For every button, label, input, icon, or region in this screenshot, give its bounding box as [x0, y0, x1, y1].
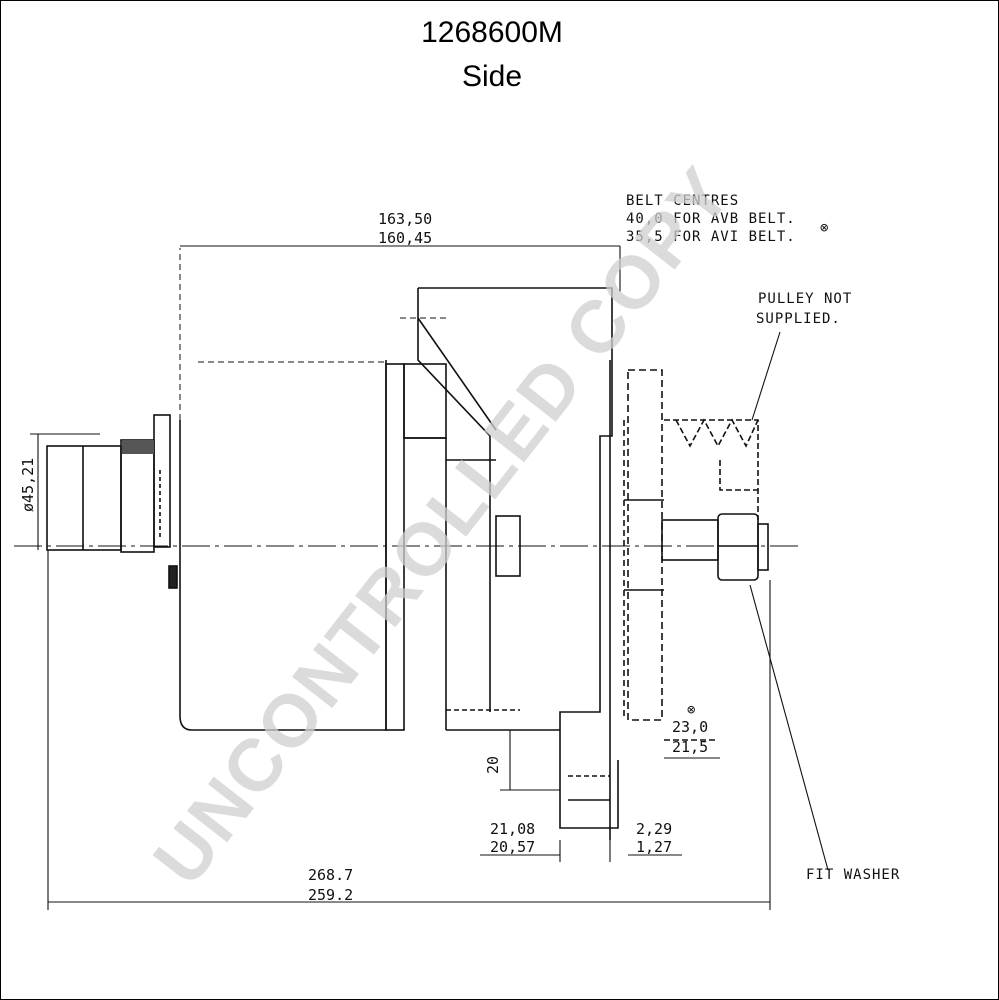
belt-avi-label: 35,5 FOR AVI BELT. [626, 229, 796, 245]
part-number-title: 1268600M [421, 16, 563, 49]
fit-washer-label: FIT WASHER [806, 867, 900, 883]
belt-avb-label: 40,0 FOR AVB BELT. [626, 211, 796, 227]
pulley-note-line1: PULLEY NOT [758, 291, 852, 307]
pulley-note-line2: SUPPLIED. [756, 311, 841, 327]
length-a-min: 160,45 [378, 229, 432, 247]
length-a-max: 163,50 [378, 210, 432, 228]
pulley-nut [717, 513, 769, 581]
watermark: UNCONTROLLED COPY [137, 151, 747, 899]
dimension-lines [30, 245, 829, 910]
overall-length-min: 259.2 [308, 886, 353, 904]
pulley-outline [664, 418, 759, 741]
gap-min: 1,27 [636, 838, 672, 856]
alternator-body [179, 248, 450, 731]
belt-centres-label: BELT CENTRES [626, 193, 739, 209]
pulley-note-symbol: ⊗ [687, 702, 696, 718]
fan-assembly [609, 360, 719, 840]
pulley-offset-min: 21,5 [672, 738, 708, 756]
note-symbol: ⊗ [820, 220, 829, 236]
view-title: Side [461, 60, 523, 93]
diameter-value: ø45,21 [19, 458, 37, 512]
foot-width-min: 20,57 [490, 838, 535, 856]
foot-width-max: 21,08 [490, 820, 535, 838]
foot-height: 20 [484, 756, 502, 774]
mounting-bracket [417, 287, 619, 829]
overall-length-max: 268.7 [308, 866, 353, 884]
gap-max: 2,29 [636, 820, 672, 838]
terminal-connector [46, 414, 178, 589]
pulley-offset-max: 23,0 [672, 718, 708, 736]
